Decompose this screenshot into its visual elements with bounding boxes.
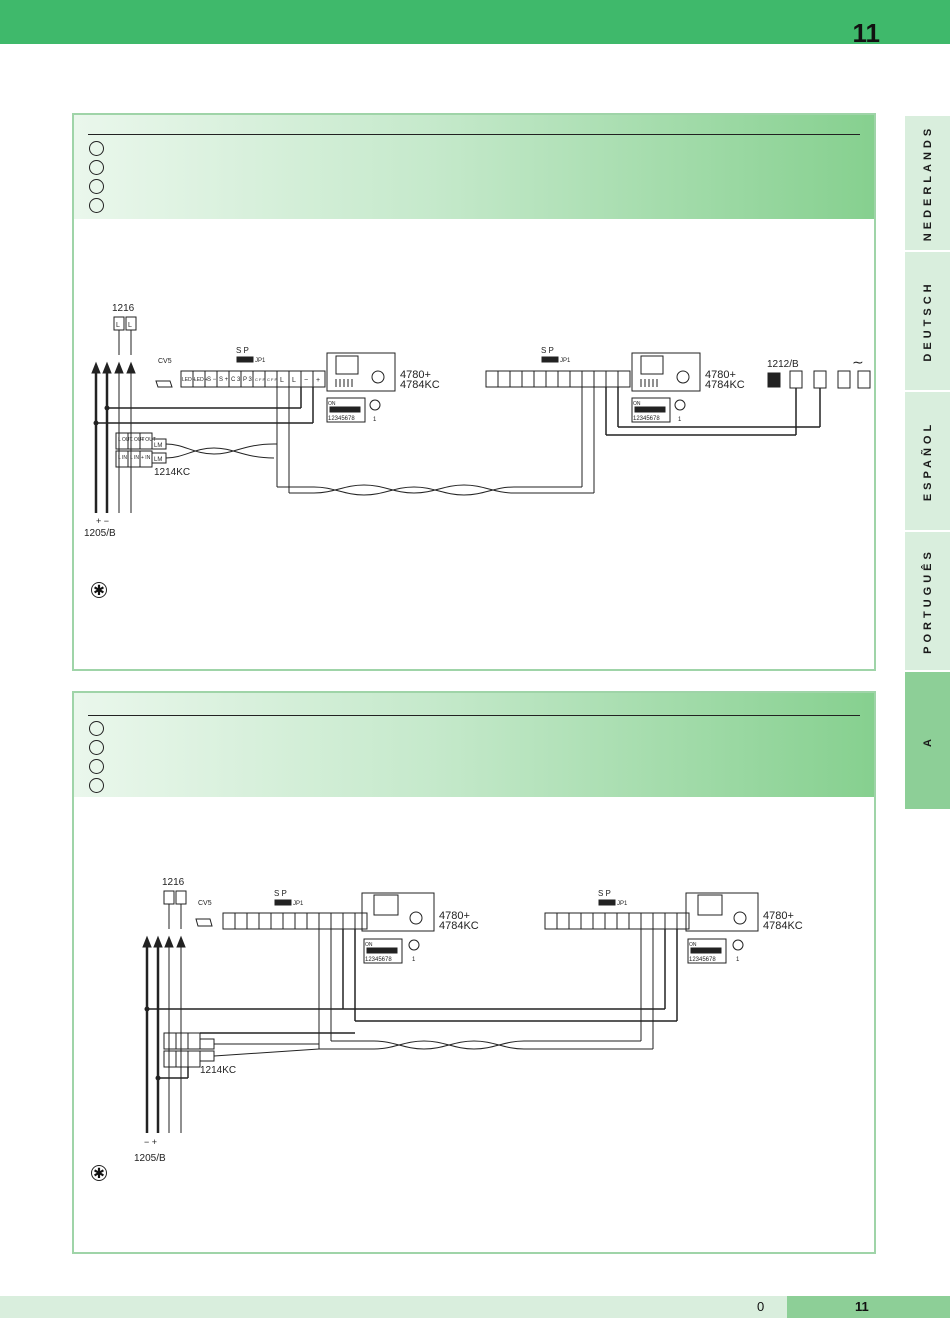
monitor-1	[326, 352, 396, 392]
sp-label: S P	[236, 346, 249, 355]
language-marker	[89, 778, 104, 793]
power-terminals: + −	[96, 516, 109, 526]
footer-bar	[0, 1296, 950, 1318]
sp-label: S P	[598, 889, 611, 898]
monitor-model: 4780+	[763, 910, 794, 922]
diagram-panel-1: 1216 L L + − 1205/B CV5 L OUT L OUT + OU…	[72, 113, 876, 671]
power-supply-label: 1205/B	[134, 1153, 166, 1164]
interface-in: + IN	[141, 455, 151, 461]
diagram-panel-2: 1216 − + 1205/B CV5 1214KC S P JP1	[72, 691, 876, 1254]
interface-in: L IN	[118, 455, 127, 461]
asterisk-note-icon: ✱	[91, 582, 107, 598]
monitor-model: 4784KC	[705, 379, 745, 391]
jp1-label: JP1	[255, 358, 266, 364]
language-marker	[89, 721, 104, 736]
monitor-model: 4784KC	[763, 920, 803, 932]
sp-label: S P	[541, 346, 554, 355]
language-marker	[89, 160, 104, 175]
jp1-label: JP1	[560, 358, 571, 364]
interface-out: L OUT	[118, 437, 133, 443]
top-banner	[0, 0, 950, 44]
footer-page-number: 11	[855, 1299, 869, 1314]
panel-1-header	[74, 115, 874, 219]
dip-note: 1	[412, 957, 416, 963]
monitor-2	[631, 352, 701, 392]
language-marker	[89, 198, 104, 213]
dip-switch-2	[631, 397, 671, 423]
terminal-label: +	[316, 377, 320, 384]
terminal-label: −	[304, 377, 308, 384]
interface-out: L OUT	[130, 437, 145, 443]
dip-numbers: 12345678	[633, 416, 660, 422]
cv5-label: CV5	[198, 900, 212, 907]
terminal-label: LED −	[182, 377, 196, 383]
jp1-label: JP1	[293, 901, 304, 907]
terminal-label: P 3	[243, 377, 253, 383]
panel-2-header	[74, 693, 874, 797]
interface-out: + OUT	[141, 437, 156, 443]
terminal-label: LED +	[194, 377, 208, 383]
side-tab-deutsch[interactable]: DEUTSCH	[905, 252, 950, 392]
terminal-label: C F P	[255, 377, 266, 382]
footer-bar-accent	[787, 1296, 950, 1318]
distributor-terminal: L	[128, 322, 132, 329]
asterisk-note-icon: ✱	[91, 1165, 107, 1181]
dip-on: ON	[328, 401, 336, 407]
power-terminals: − +	[144, 1137, 157, 1147]
dip-on: ON	[365, 942, 373, 948]
language-marker	[89, 141, 104, 156]
terminal-block-2	[485, 370, 631, 388]
language-marker	[89, 740, 104, 755]
lm-label: LM	[154, 457, 162, 463]
power-unit-label: 1212/B	[767, 359, 799, 370]
dip-on: ON	[633, 401, 641, 407]
distributor-label: 1216	[112, 303, 135, 314]
monitor-model: 4780+	[705, 369, 736, 381]
wiring-diagram-2: 1216 − + 1205/B CV5 1214KC S P JP1	[134, 877, 803, 1164]
language-marker	[89, 759, 104, 774]
monitor-model: 4784KC	[400, 379, 440, 391]
terminal-label: L	[292, 377, 296, 384]
dip-switch-1	[326, 397, 366, 423]
side-tab-a[interactable]: A	[905, 672, 950, 811]
terminal-block-1	[180, 370, 326, 388]
terminal-label: S +	[219, 377, 229, 383]
lm-label: LM	[154, 443, 162, 449]
monitor-model: 4784KC	[439, 920, 479, 932]
dip-numbers: 12345678	[689, 957, 716, 963]
language-marker	[89, 179, 104, 194]
footer-left-number: 0	[757, 1299, 765, 1314]
jp1-label: JP1	[617, 901, 628, 907]
dip-note: 1	[373, 417, 377, 423]
monitor-model: 4780+	[400, 369, 431, 381]
side-tab-espanol[interactable]: ESPAÑOL	[905, 392, 950, 532]
dip-on: ON	[689, 942, 697, 948]
dip-numbers: 12345678	[365, 957, 392, 963]
dip-note: 1	[678, 417, 682, 423]
sp-label: S P	[274, 889, 287, 898]
interface-label: 1214KC	[154, 467, 190, 478]
monitor-model: 4780+	[439, 910, 470, 922]
terminal-label: S −	[207, 377, 217, 383]
terminal-label: C 3	[231, 377, 241, 383]
dip-note: 1	[736, 957, 740, 963]
terminal-label: L	[280, 377, 284, 384]
distributor-terminal: L	[116, 322, 120, 329]
distributor-label: 1216	[162, 877, 185, 888]
dip-numbers: 12345678	[328, 416, 355, 422]
wiring-diagram-1: 1216 L L + − 1205/B CV5 L OUT L OUT + OU…	[84, 303, 871, 539]
terminal-label: C F P	[267, 377, 278, 382]
side-tab-portugues[interactable]: PORTUGUÊS	[905, 532, 950, 672]
side-tab-nederlands[interactable]: NEDERLANDS	[905, 116, 950, 252]
page-number-top: 11	[852, 18, 881, 48]
ac-symbol: ∼	[852, 354, 864, 370]
cv5-label: CV5	[158, 358, 172, 365]
interface-label: 1214KC	[200, 1065, 236, 1076]
power-supply-label: 1205/B	[84, 528, 116, 539]
header-rule	[88, 134, 860, 135]
interface-in: L IN	[130, 455, 139, 461]
header-rule	[88, 715, 860, 716]
